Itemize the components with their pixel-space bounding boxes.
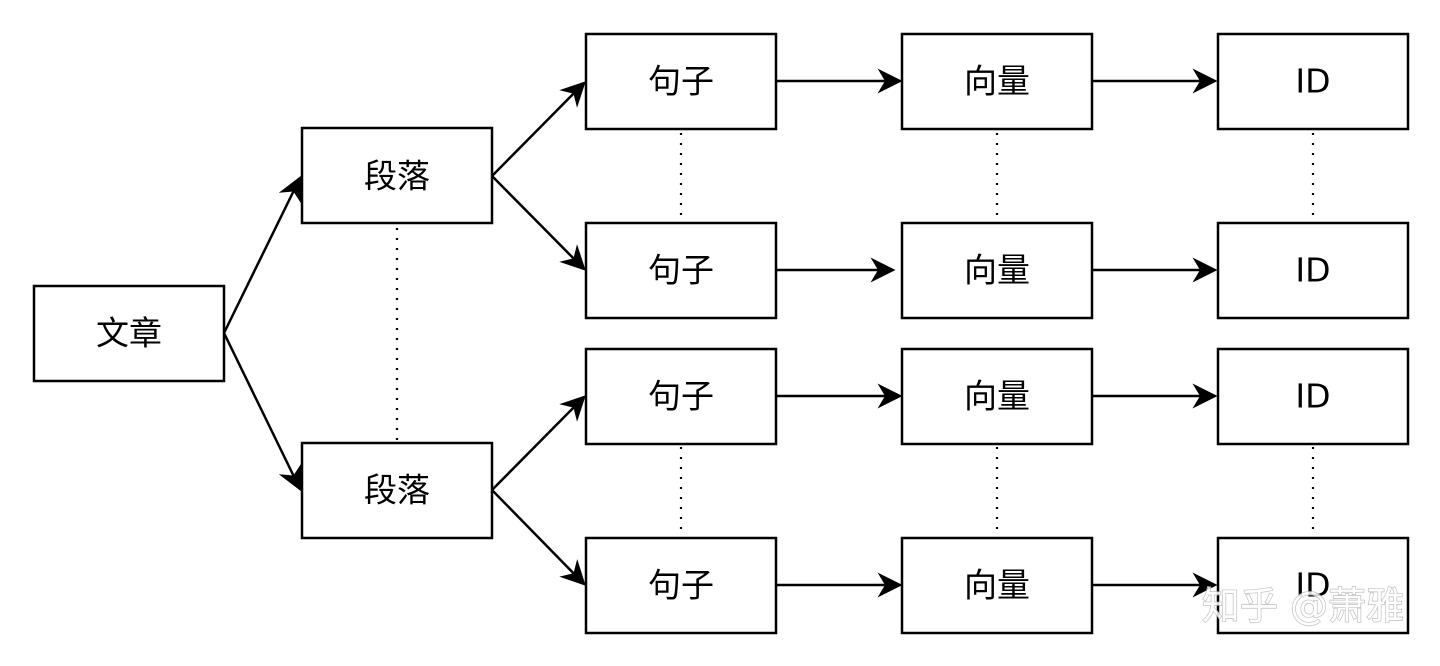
node-id-2: ID bbox=[1216, 221, 1410, 320]
node-vector-1-label: 向量 bbox=[964, 62, 1030, 101]
edge-paragraph-2-sentence-3 bbox=[491, 395, 586, 491]
node-sentence-1-label: 句子 bbox=[648, 62, 714, 101]
node-sentence-2: 句子 bbox=[584, 221, 778, 320]
node-paragraph-2: 段落 bbox=[300, 441, 494, 540]
node-vector-2-label: 向量 bbox=[964, 251, 1030, 290]
node-id-3: ID bbox=[1216, 347, 1410, 446]
edge-paragraph-2-sentence-4 bbox=[491, 489, 586, 586]
node-sentence-4-label: 句子 bbox=[648, 566, 714, 605]
node-vector-1: 向量 bbox=[900, 32, 1094, 131]
node-sentence-3: 句子 bbox=[584, 347, 778, 446]
node-id-4-label: ID bbox=[1295, 566, 1330, 605]
node-id-1-label: ID bbox=[1295, 62, 1330, 101]
node-vector-3: 向量 bbox=[900, 347, 1094, 446]
node-vector-2: 向量 bbox=[900, 221, 1094, 320]
node-sentence-4: 句子 bbox=[584, 536, 778, 635]
node-sentence-2-label: 句子 bbox=[648, 251, 714, 290]
node-paragraph-1-label: 段落 bbox=[364, 157, 430, 196]
edge-article-paragraph-2 bbox=[222, 332, 302, 492]
node-vector-4: 向量 bbox=[900, 536, 1094, 635]
node-article: 文章 bbox=[32, 284, 226, 383]
watermark-text: 知乎 @萧雅 bbox=[1202, 584, 1404, 628]
node-vector-3-label: 向量 bbox=[964, 377, 1030, 416]
node-id-4: ID bbox=[1216, 536, 1410, 635]
node-paragraph-2-label: 段落 bbox=[364, 471, 430, 510]
edge-paragraph-1-sentence-1 bbox=[491, 81, 586, 177]
edge-article-paragraph-1 bbox=[222, 175, 302, 334]
node-sentence-1: 句子 bbox=[584, 32, 778, 131]
node-id-2-label: ID bbox=[1295, 251, 1330, 290]
edge-paragraph-1-sentence-2 bbox=[491, 175, 586, 271]
node-vector-4-label: 向量 bbox=[964, 566, 1030, 605]
node-article-label: 文章 bbox=[96, 314, 162, 353]
node-id-1: ID bbox=[1216, 32, 1410, 131]
node-id-3-label: ID bbox=[1295, 377, 1330, 416]
node-sentence-3-label: 句子 bbox=[648, 377, 714, 416]
node-paragraph-1: 段落 bbox=[300, 126, 494, 225]
